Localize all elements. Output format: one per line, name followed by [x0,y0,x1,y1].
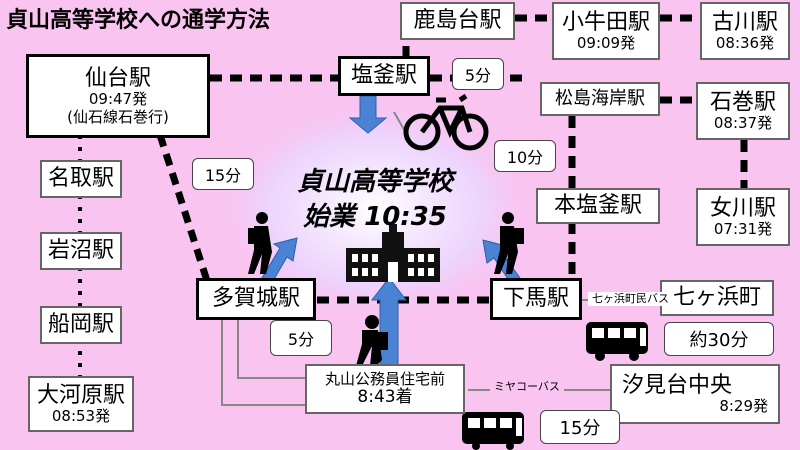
station-kogota[interactable]: 小牛田駅 09:09発 [552,2,660,60]
station-furukawa[interactable]: 古川駅 08:36発 [700,2,790,60]
bubble-bike-time: 5分 [452,58,504,90]
station-name: 本塩釜駅 [553,193,642,219]
walker-icon [494,212,524,274]
station-name: 船岡駅 [47,312,114,338]
station-natori[interactable]: 名取駅 [40,160,122,198]
school-start-time: 始業 10:35 [303,202,447,233]
station-name: 七ヶ浜町 [672,285,761,311]
station-iwanuma[interactable]: 岩沼駅 [40,232,122,270]
stop-shiomidai[interactable]: 汐見台中央 8:29発 [610,364,780,424]
station-tagajo[interactable]: 多賀城駅 [196,278,316,320]
walker-icon [356,315,388,366]
station-geba[interactable]: 下馬駅 [490,278,582,320]
station-name: 塩釜駅 [350,63,417,89]
bubble-bus-shichigahama: 約30分 [664,322,774,356]
station-sendai[interactable]: 仙台駅 09:47発 (仙石線石巻行) [26,54,210,138]
station-name: 大河原駅 [36,382,125,408]
departure-time: 09:09発 [576,34,636,53]
station-name: 仙台駅 [84,66,151,92]
bus-icon [586,322,648,361]
school-building-icon [346,224,440,282]
departure-time: 08:36発 [715,34,775,53]
station-ogawara[interactable]: 大河原駅 08:53発 [28,376,134,432]
station-shiogama[interactable]: 塩釜駅 [338,56,430,96]
bus-icon [462,412,524,450]
station-shichigahama[interactable]: 七ヶ浜町 [660,280,774,316]
bus-line-label-miyako: ミヤコーバス [490,380,564,394]
school-name: 貞山高等学校 [296,167,453,197]
station-name: 岩沼駅 [47,238,114,264]
station-name: 小牛田駅 [561,9,650,35]
stop-name: 丸山公務員住宅前 [324,369,445,388]
station-name: 石巻駅 [709,89,776,115]
station-matsushima[interactable]: 松島海岸駅 [540,82,660,116]
departure-time: 09:47発 [88,90,148,109]
station-onagawa[interactable]: 女川駅 07:31発 [696,188,790,246]
station-funaoka[interactable]: 船岡駅 [40,306,122,344]
station-name: 名取駅 [47,166,114,192]
arrival-time: 8:43着 [357,386,413,407]
departure-time: 07:31発 [713,220,773,239]
station-name: 古川駅 [711,9,778,35]
bus-line-label-shichigahama: 七ヶ浜町民バス [588,292,673,306]
school-label: 貞山高等学校 始業 10:35 [275,165,475,235]
departure-time: 8:29発 [719,397,768,416]
bubble-geba-walk: 10分 [494,140,556,172]
page-title: 貞山高等学校への通学方法 [6,8,271,33]
station-honshiogama[interactable]: 本塩釜駅 [536,188,660,224]
station-name: 女川駅 [709,195,776,221]
station-name: 鹿島台駅 [413,8,502,34]
school-glow [215,100,535,320]
station-ishinomaki[interactable]: 石巻駅 08:37発 [696,82,790,140]
bubble-tagajo-walk: 15分 [192,158,254,190]
bubble-bus-miyako: 15分 [540,410,620,444]
station-name: 下馬駅 [502,286,569,312]
station-name: 多賀城駅 [211,286,300,312]
departure-time: 08:37発 [713,114,773,133]
bubble-maruyama-walk: 5分 [270,320,332,356]
bicycle-icon [403,93,489,151]
line-note: (仙石線石巻行) [67,107,169,126]
station-name: 松島海岸駅 [555,87,645,109]
walker-icon [248,212,272,274]
station-kashimadai[interactable]: 鹿島台駅 [400,2,515,40]
stop-name: 汐見台中央 [622,372,733,398]
stop-maruyama[interactable]: 丸山公務員住宅前 8:43着 [305,364,465,414]
departure-time: 08:53発 [51,407,111,426]
